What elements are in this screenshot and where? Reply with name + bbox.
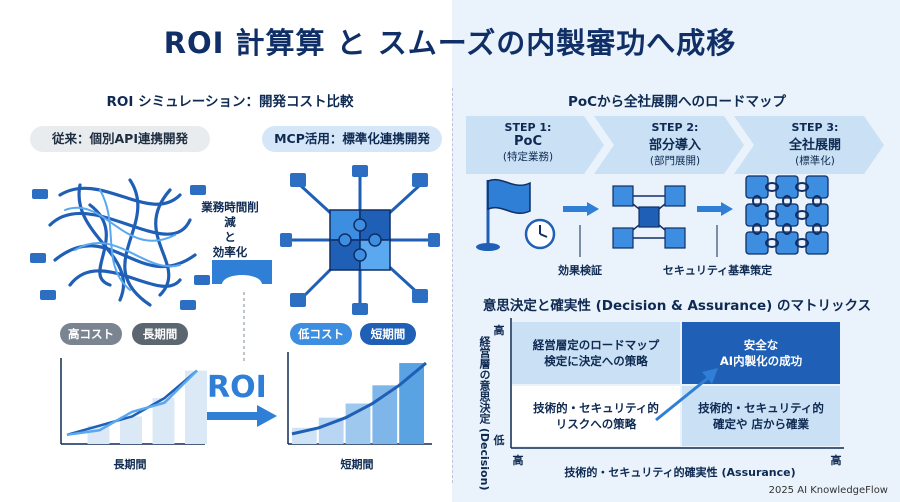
- short-period-tag: 短期間: [360, 323, 416, 345]
- chart-series-line: [66, 369, 198, 437]
- mcp-label: MCP活用：標準化連携開発: [262, 126, 442, 152]
- puzzle-connectors-icon: [280, 165, 440, 315]
- traditional-chart-xlabel: 長期間: [113, 458, 147, 471]
- low-cost-tag: 低コスト: [290, 323, 352, 345]
- long-period-tag: 長期間: [132, 323, 188, 345]
- step-arrow-icon: [697, 202, 733, 216]
- matrix-x-low: 高: [512, 454, 524, 467]
- matrix-y-high: 高: [493, 324, 505, 337]
- center-dashed-line: [243, 292, 245, 362]
- roadmap-chevrons: [466, 116, 884, 174]
- matrix-y-axis-label: 経営層の意思決定 (Decision): [478, 336, 491, 491]
- step-arrow-icon: [563, 202, 599, 216]
- tangled-cables-icon: [30, 178, 210, 310]
- roi-label: ROI: [207, 370, 267, 405]
- high-cost-tag: 高コスト: [60, 323, 122, 345]
- matrix-x-axis-label: 技術的・セキュリティ的確実性 (Assurance): [564, 466, 796, 479]
- chart-bar: [152, 398, 175, 444]
- traditional-label: 従来：個別API連携開発: [30, 126, 210, 152]
- step-1: STEP 1: PoC (特定業務): [502, 121, 554, 163]
- matrix-title: 意思決定と確実性 (Decision & Assurance) のマトリックス: [482, 298, 872, 314]
- mcp-chart-xlabel: 短期間: [340, 458, 374, 471]
- matrix-axes: [510, 318, 844, 449]
- right-section-title: PoCから全社展開へのロードマップ: [567, 94, 787, 110]
- traditional-cost-chart: [60, 358, 207, 445]
- chart-bar: [120, 416, 142, 444]
- bridge-icon: [212, 260, 272, 284]
- section-divider: [452, 88, 453, 483]
- milestone-effect-verification: 効果検証: [558, 264, 602, 277]
- roi-arrow-icon: [207, 405, 277, 427]
- matrix-y-low: 低: [493, 434, 505, 447]
- left-section-title: ROI シミュレーション：開発コスト比較: [106, 94, 354, 110]
- milestone-line: [716, 225, 718, 257]
- chart-series-line: [66, 369, 198, 437]
- matrix-cell-bottom-left: 技術的・セキュリティ的リスクへの策略: [512, 386, 680, 446]
- matrix-x-high: 高: [830, 454, 842, 467]
- matrix-cell-top-left: 経営層定のロードマップ検定に決定への策略: [512, 322, 680, 384]
- mcp-cost-chart: [287, 352, 432, 445]
- milestone-line: [579, 225, 581, 257]
- chart-series-line: [291, 361, 427, 436]
- footer-credit: 2025 AI KnowledgeFlow: [768, 485, 888, 496]
- center-benefit-text: 業務時間削減 と 効率化: [201, 200, 259, 259]
- step-3: STEP 3: 全社展開 (標準化): [788, 121, 841, 167]
- matrix-cell-bottom-right: 技術的・セキュリティ的確定や 店から確業: [682, 386, 840, 446]
- chain-grid-icon: [745, 175, 829, 255]
- page-title: ROI 計算算 と スムーズの内製審功へ成移: [163, 26, 737, 60]
- chart-bar: [185, 370, 207, 444]
- cube-network-icon: [612, 185, 686, 249]
- flag-icon: [476, 178, 531, 251]
- clock-icon: [524, 218, 556, 250]
- milestone-security-standard: セキュリティ基準策定: [662, 264, 773, 277]
- step-2: STEP 2: 部分導入 (部門展開): [648, 121, 701, 167]
